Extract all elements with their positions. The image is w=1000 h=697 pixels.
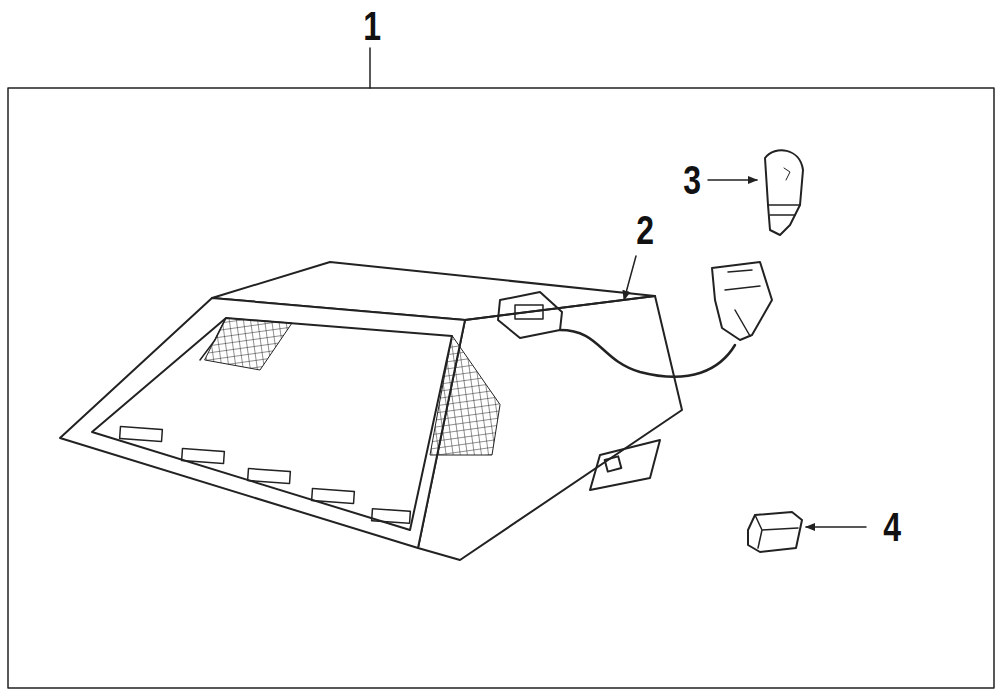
lens-mesh — [430, 336, 500, 455]
lamp-bezel — [60, 298, 465, 548]
lens-edge — [200, 318, 226, 360]
callout-number: 1 — [363, 6, 381, 46]
callout-number: 2 — [636, 210, 654, 250]
mount-hole — [605, 456, 622, 471]
harness-wire — [560, 330, 735, 377]
lamp-lens — [92, 318, 452, 530]
leader-line — [708, 179, 757, 181]
leader-line — [369, 48, 371, 88]
retainer-clip — [748, 512, 802, 552]
harness-connector — [498, 292, 562, 338]
leader-line — [624, 256, 636, 300]
lens-segments — [120, 427, 411, 524]
callout-number: 4 — [883, 507, 901, 547]
callout-number: 3 — [683, 160, 701, 200]
bulb-socket — [712, 262, 772, 340]
lens-mesh — [205, 318, 292, 370]
bulb — [765, 150, 803, 235]
mount-bracket — [590, 440, 660, 490]
assembly-frame — [8, 88, 994, 688]
leader-line — [806, 526, 866, 528]
